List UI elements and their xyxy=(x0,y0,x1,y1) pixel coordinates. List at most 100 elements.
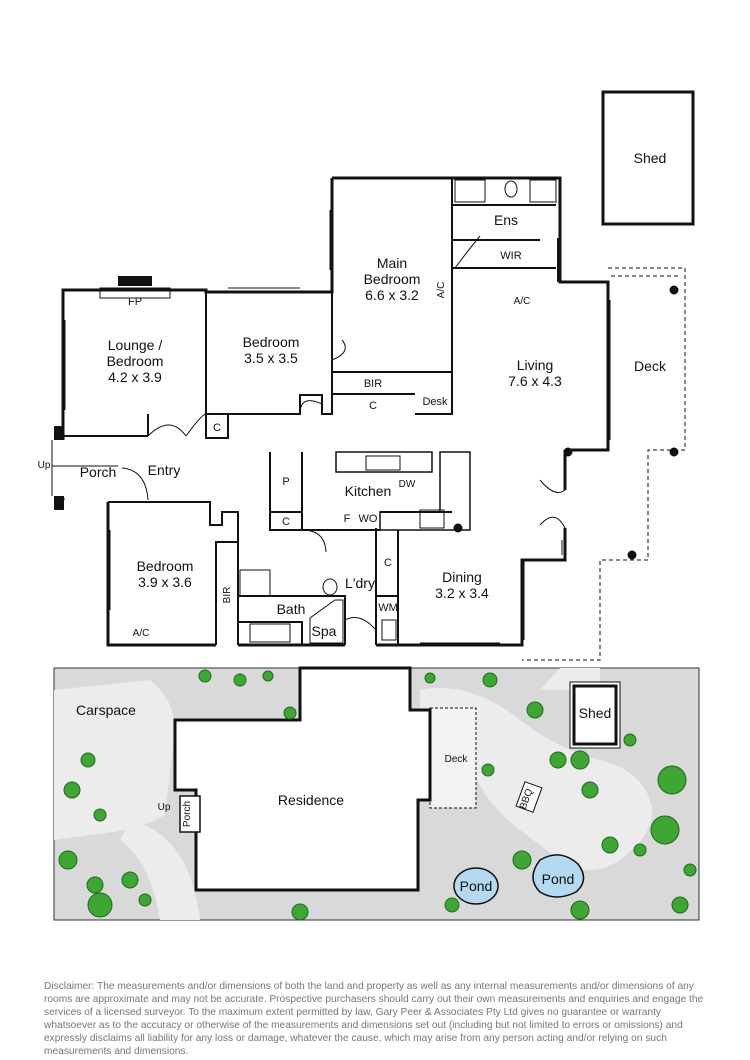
door-swings xyxy=(121,235,566,631)
site-label-residence: Residence xyxy=(278,792,344,808)
site-label-shed: Shed xyxy=(579,705,612,721)
tree xyxy=(623,733,637,747)
label-lounge-dims: 4.2 x 3.9 xyxy=(108,369,162,385)
tree xyxy=(87,892,113,918)
porch-post-top xyxy=(54,426,64,440)
washing-machine xyxy=(381,619,397,641)
tree xyxy=(93,808,107,822)
label-c-kitchen: C xyxy=(282,516,290,528)
label-ens: Ens xyxy=(494,212,518,228)
shed-outline xyxy=(601,90,695,226)
site-label-pond-2: Pond xyxy=(542,871,575,887)
label-kitchen: Kitchen xyxy=(345,483,392,499)
label-lounge-1: Lounge / xyxy=(108,337,163,353)
label-bedroom2-dims: 3.5 x 3.5 xyxy=(244,350,298,366)
site-label-porch: Porch xyxy=(182,801,193,827)
kitchen-bench xyxy=(335,451,471,531)
windows xyxy=(64,180,611,644)
tree xyxy=(633,843,647,857)
label-fp: FP xyxy=(128,296,142,308)
tree xyxy=(601,836,619,854)
ens-toilet xyxy=(504,180,518,198)
site-label-up: Up xyxy=(158,802,171,813)
cooktop xyxy=(419,509,445,529)
label-wo: WO xyxy=(359,513,378,525)
label-ac-bed3: A/C xyxy=(133,628,150,639)
label-bath: Bath xyxy=(277,601,306,617)
deck-post xyxy=(627,550,637,560)
residence-outline xyxy=(173,666,432,892)
label-shed: Shed xyxy=(634,150,667,166)
fireplace-hearth xyxy=(99,287,171,299)
tree xyxy=(80,752,96,768)
label-dining-dims: 3.2 x 3.4 xyxy=(435,585,489,601)
label-living-dims: 7.6 x 4.3 xyxy=(508,373,562,389)
label-ac-living: A/C xyxy=(514,296,531,307)
deck-outline xyxy=(522,267,686,661)
site-label-deck: Deck xyxy=(445,754,469,765)
tree xyxy=(526,701,544,719)
site-shed xyxy=(572,684,618,746)
label-bedroom3: Bedroom xyxy=(137,558,194,574)
ens-vanity xyxy=(454,179,486,203)
site-deck xyxy=(429,707,477,809)
tree xyxy=(198,669,212,683)
label-bedroom2: Bedroom xyxy=(243,334,300,350)
tree xyxy=(444,897,460,913)
tree xyxy=(63,781,81,799)
tree xyxy=(481,763,495,777)
tree xyxy=(570,900,590,920)
porch-step xyxy=(51,440,118,496)
label-desk: Desk xyxy=(422,396,448,408)
label-spa: Spa xyxy=(312,623,337,639)
rear-path xyxy=(420,688,652,870)
tree xyxy=(512,850,532,870)
tree xyxy=(570,750,590,770)
main-bedroom-walls xyxy=(451,178,559,414)
label-c-main: C xyxy=(369,400,377,412)
deck-post xyxy=(669,447,679,457)
label-deck: Deck xyxy=(634,358,667,374)
tree xyxy=(291,903,309,921)
tree xyxy=(549,751,567,769)
label-up: Up xyxy=(38,460,51,471)
label-bir-bed3: BIR xyxy=(222,587,233,604)
tree xyxy=(262,670,274,682)
tree xyxy=(671,896,689,914)
label-wm: WM xyxy=(378,602,398,614)
label-main-bedroom-1: Main xyxy=(377,255,407,271)
label-dining: Dining xyxy=(442,569,482,585)
label-entry: Entry xyxy=(148,462,181,478)
label-porch: Porch xyxy=(80,464,117,480)
spa-tub xyxy=(309,599,344,644)
label-ac-main: A/C xyxy=(436,282,447,299)
site-plan xyxy=(53,666,700,921)
trees xyxy=(58,669,697,921)
deck-post xyxy=(453,523,463,533)
tree xyxy=(482,672,498,688)
label-f: F xyxy=(344,513,351,525)
tree xyxy=(283,706,297,720)
deck-post xyxy=(669,285,679,295)
tree xyxy=(138,893,152,907)
label-living: Living xyxy=(517,357,554,373)
label-dw: DW xyxy=(399,479,416,490)
tree xyxy=(581,781,599,799)
label-bir-main: BIR xyxy=(364,378,382,390)
site-label-pond-1: Pond xyxy=(460,878,493,894)
bbq xyxy=(515,781,543,813)
label-wir: WIR xyxy=(500,250,521,262)
site-plan-labels: Carspace Residence Deck Shed BBQ Up Porc… xyxy=(76,702,611,894)
pond-1 xyxy=(453,867,499,905)
label-c-laundry: C xyxy=(384,557,392,569)
tree xyxy=(233,673,247,687)
bath-toilet xyxy=(322,578,338,596)
label-lounge-2: Bedroom xyxy=(107,353,164,369)
tree xyxy=(86,876,104,894)
bath-shower xyxy=(239,569,271,597)
disclaimer: Disclaimer: The measurements and/or dime… xyxy=(44,981,704,1057)
tree xyxy=(657,765,687,795)
label-laundry: L'dry xyxy=(345,575,375,591)
site-label-carspace: Carspace xyxy=(76,702,136,718)
